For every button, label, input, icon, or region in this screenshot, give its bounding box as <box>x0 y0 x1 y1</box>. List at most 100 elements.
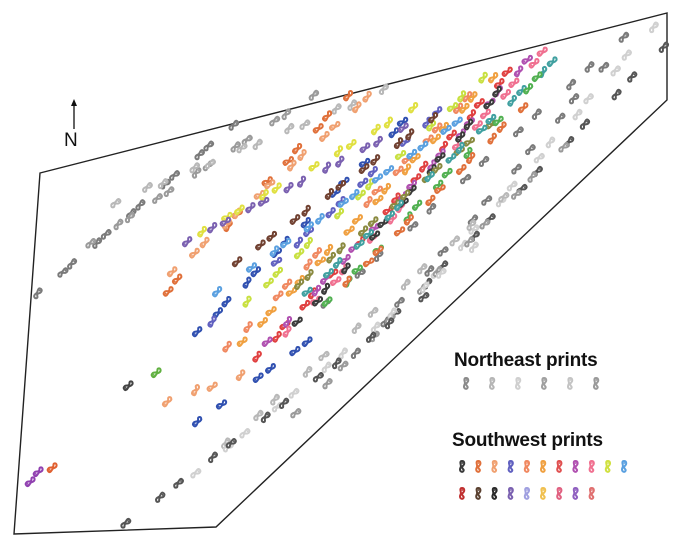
southwest-print <box>493 78 505 90</box>
southwest-print <box>265 306 277 317</box>
north-label: N <box>64 130 78 151</box>
northeast-print <box>466 219 477 231</box>
southwest-print <box>517 102 529 114</box>
southwest-print <box>369 230 381 241</box>
southwest-print <box>270 256 283 267</box>
southwest-print <box>516 85 527 96</box>
northeast-print <box>194 149 205 161</box>
legend-southwest-swatch <box>507 486 514 500</box>
southwest-print <box>345 139 357 150</box>
southwest-print <box>272 330 282 343</box>
northeast-print <box>225 438 237 449</box>
southwest-print <box>252 372 264 384</box>
southwest-print <box>445 153 457 164</box>
legend-southwest-swatch <box>621 459 628 473</box>
southwest-print <box>480 108 491 120</box>
northeast-print <box>424 265 435 277</box>
southwest-print <box>455 131 466 143</box>
southwest-print <box>319 131 330 142</box>
southwest-print <box>328 121 341 131</box>
southwest-print <box>408 102 419 114</box>
southwest-print <box>259 189 269 201</box>
northeast-print <box>92 237 103 249</box>
southwest-print <box>324 188 335 201</box>
southwest-print <box>362 229 375 240</box>
northeast-print <box>468 224 480 235</box>
north-arrow-icon <box>71 99 77 129</box>
southwest-print <box>367 166 378 178</box>
legend-southwest-swatch <box>556 486 563 500</box>
northeast-print <box>347 99 358 111</box>
southwest-print <box>24 476 36 488</box>
southwest-print <box>471 120 483 131</box>
southwest-print <box>342 275 352 288</box>
southwest-print <box>357 177 369 188</box>
southwest-print <box>282 316 293 329</box>
southwest-print <box>329 276 342 287</box>
southwest-print <box>46 462 58 474</box>
northeast-print <box>527 171 538 183</box>
southwest-print <box>351 264 363 275</box>
southwest-print <box>365 178 375 191</box>
legend-southwest-swatch <box>523 486 531 500</box>
northeast-print <box>420 281 430 294</box>
northeast-print <box>239 428 251 439</box>
southwest-print <box>383 116 394 129</box>
northeast-print <box>350 347 361 359</box>
northeast-print <box>321 361 332 374</box>
southwest-print <box>303 221 315 233</box>
southwest-print <box>473 98 485 109</box>
southwest-print <box>394 199 404 212</box>
southwest-print <box>212 307 224 319</box>
southwest-print <box>257 196 270 207</box>
southwest-print <box>531 71 543 83</box>
southwest-print <box>463 118 474 131</box>
southwest-print <box>242 295 252 308</box>
southwest-print <box>466 109 477 122</box>
legend-southwest-swatch <box>491 486 498 500</box>
southwest-print <box>311 296 324 307</box>
southwest-print <box>428 111 439 124</box>
northeast-print <box>67 258 78 270</box>
southwest-print <box>236 336 248 348</box>
northeast-print <box>460 173 472 185</box>
southwest-print <box>431 163 443 174</box>
southwest-print <box>359 142 371 154</box>
northeast-print <box>299 119 311 130</box>
southwest-print <box>291 316 303 327</box>
southwest-print <box>393 226 406 237</box>
legend-northeast-swatch <box>463 376 470 390</box>
legend-southwest-swatch <box>475 459 482 473</box>
northeast-print <box>584 61 595 73</box>
southwest-print <box>396 116 409 127</box>
southwest-print <box>341 262 351 275</box>
northeast-print <box>479 218 491 230</box>
southwest-print <box>492 85 502 98</box>
southwest-print <box>335 155 345 168</box>
northeast-print <box>152 193 163 204</box>
northeast-print <box>318 350 330 362</box>
northeast-print <box>394 296 405 308</box>
northeast-print <box>331 103 342 115</box>
legend-northeast-swatch <box>567 376 574 390</box>
northeast-print <box>208 451 218 464</box>
southwest-print <box>430 133 442 145</box>
southwest-print <box>281 278 293 290</box>
southwest-print <box>280 238 292 249</box>
southwest-print <box>333 145 344 158</box>
legend-southwest-swatch <box>604 459 612 473</box>
southwest-print <box>358 163 370 175</box>
southwest-print <box>417 140 429 152</box>
northeast-print <box>260 411 271 424</box>
southwest-print <box>424 171 435 183</box>
southwest-print <box>371 173 384 184</box>
southwest-print <box>336 242 346 255</box>
southwest-print <box>311 284 322 297</box>
southwest-print <box>397 122 409 133</box>
legend-northeast-swatch <box>489 376 496 390</box>
northeast-print <box>312 372 324 383</box>
southwest-print <box>355 189 366 201</box>
southwest-print <box>393 137 404 150</box>
northeast-print <box>378 83 389 96</box>
